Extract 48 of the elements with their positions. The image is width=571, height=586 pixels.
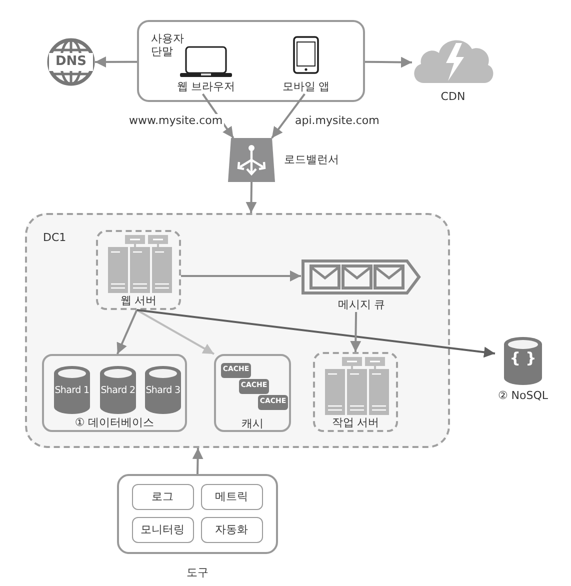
device-group-box [137,20,365,102]
tool-label: 로그 [150,490,174,504]
arrow [202,93,234,139]
edge-label: api.mysite.com [294,114,380,128]
cloud-label: CDN [440,90,466,104]
arrow [116,310,138,354]
tool-box [132,484,194,510]
tool-box [201,517,263,543]
cache-block [258,395,288,410]
cache-block [221,363,251,378]
device-label: 웹 브라우저 [176,80,236,94]
brace-symbol: { } [508,349,538,367]
arrow [95,56,137,68]
tool-label: 모니터링 [140,523,186,536]
arrow [364,56,412,68]
server-group-box [313,352,398,432]
cache-label: 캐시 [240,417,264,430]
device-label: 모바일 앱 [281,80,331,94]
arrow [136,309,496,358]
database-label: ① 데이터베이스 [74,416,156,430]
load-balancer-label: 로드밸런서 [284,153,339,166]
edge-label: www.mysite.com [128,114,224,128]
arrow [136,309,214,355]
tool-box [201,484,263,510]
cache-group-box [214,354,291,432]
arrow [192,448,204,474]
tool-label: 자동화 [214,523,249,536]
server-label: 웹 서버 [119,294,158,308]
arrow [271,93,306,139]
group-heading: 사용자 단말 [151,32,185,58]
database-group-box [42,354,187,432]
shard-label: Shard 1 [54,385,90,396]
arrow [181,270,301,282]
cache-block [239,379,269,394]
server-label: 작업 서버 [330,416,380,430]
globe-text: DNS [54,54,88,70]
shard-label: Shard 2 [100,385,136,396]
arrow [350,312,362,352]
tool-label: 메트릭 [214,490,249,504]
queue-label: 메시지 큐 [336,298,386,312]
data-center-label: DC1 [43,231,66,244]
data-center-box [25,213,450,448]
tools-label: 도구 [186,566,210,580]
arrow [246,182,257,214]
database-label: ② NoSQL [496,389,550,402]
tool-box [132,517,194,543]
server-group-box [96,230,181,310]
shard-label: Shard 3 [145,385,181,396]
